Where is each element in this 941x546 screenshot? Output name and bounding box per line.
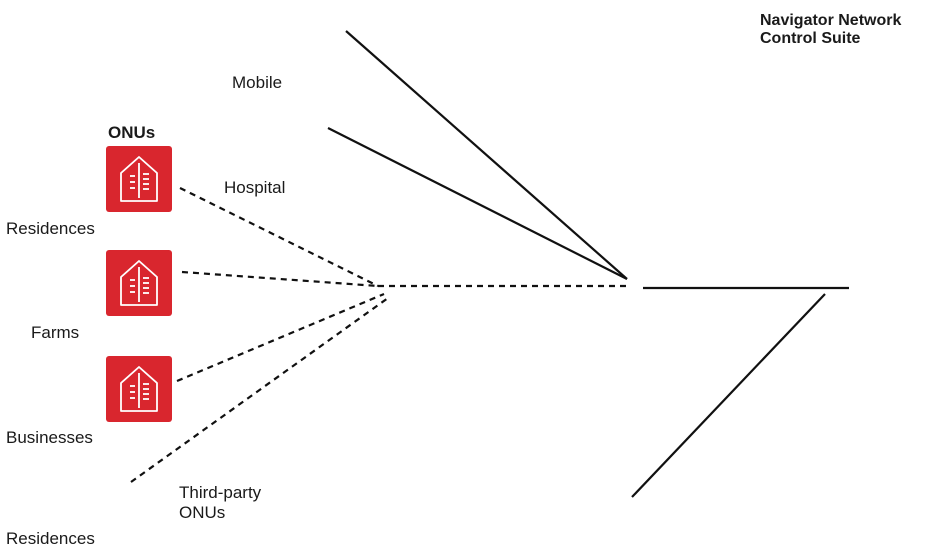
onu-label-residences: Residences xyxy=(6,219,95,238)
mobile-label: Mobile xyxy=(232,73,283,92)
hospital-label: Hospital xyxy=(224,178,286,197)
residences-drop-line xyxy=(179,187,379,287)
return-branch-line xyxy=(631,293,826,498)
building-icon xyxy=(120,366,158,412)
businesses-drop-line xyxy=(176,292,385,383)
hospital-link-line xyxy=(327,127,628,280)
onu-businesses-tile xyxy=(106,356,172,422)
third-party-drop-line xyxy=(130,297,389,483)
onus-heading: ONUs xyxy=(108,123,156,142)
onu-residences-tile xyxy=(106,146,172,212)
onu-farms-tile xyxy=(106,250,172,316)
diagram-title: Navigator Network Control Suite xyxy=(760,12,902,47)
farms-drop-line xyxy=(181,270,379,288)
building-icon xyxy=(120,260,158,306)
mobile-link-line xyxy=(345,30,628,280)
third-party-onus-label: Third-party ONUs xyxy=(179,483,262,522)
building-icon xyxy=(120,156,158,202)
third-party-residences-label: Residences xyxy=(6,529,95,546)
onu-label-farms: Farms xyxy=(31,323,80,342)
onu-label-businesses: Businesses xyxy=(6,428,93,447)
